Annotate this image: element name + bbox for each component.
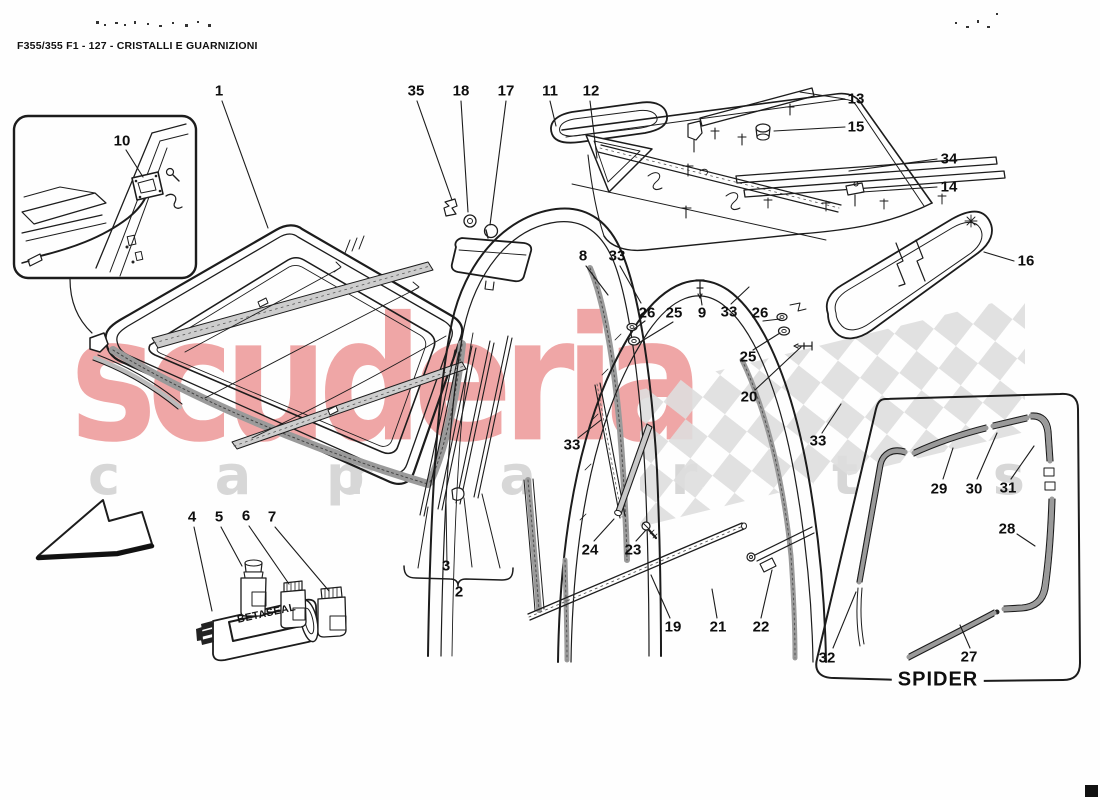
callout-26-a: 26 bbox=[638, 304, 656, 322]
spider-variant-label: SPIDER bbox=[891, 668, 985, 692]
callout-13: 13 bbox=[847, 90, 865, 108]
callout-2: 2 bbox=[454, 583, 464, 601]
windshield-lower-trim-strips bbox=[403, 335, 514, 587]
callout-9: 9 bbox=[697, 304, 707, 322]
frame-fasteners bbox=[626, 279, 813, 351]
scan-specks bbox=[96, 13, 998, 28]
sealant-bottles bbox=[240, 559, 347, 638]
windshield-assembly bbox=[89, 224, 467, 488]
callout-33-c: 33 bbox=[563, 436, 581, 454]
spider-box bbox=[815, 392, 1081, 682]
callout-3: 3 bbox=[441, 557, 451, 575]
callout-11: 11 bbox=[542, 82, 558, 100]
callout-21: 21 bbox=[709, 618, 727, 636]
page-title: F355/355 F1 - 127 - CRISTALLI E GUARNIZI… bbox=[17, 40, 258, 52]
callout-33-a: 33 bbox=[608, 247, 626, 265]
door-frame-front bbox=[427, 207, 662, 657]
callout-27: 27 bbox=[960, 648, 978, 666]
callout-4: 4 bbox=[187, 508, 197, 526]
callout-18: 18 bbox=[452, 82, 470, 100]
callout-16: 16 bbox=[1017, 252, 1035, 270]
lower-rails bbox=[527, 522, 815, 621]
door-frame-rear bbox=[557, 279, 827, 663]
callout-29: 29 bbox=[930, 480, 948, 498]
targa-roof-panel bbox=[561, 92, 933, 252]
callout-8: 8 bbox=[578, 247, 588, 265]
interior-mirror bbox=[443, 198, 533, 291]
callout-33-d: 33 bbox=[809, 432, 827, 450]
callout-1: 1 bbox=[214, 82, 224, 100]
callout-35: 35 bbox=[407, 82, 425, 100]
corner-registration-mark bbox=[1085, 785, 1098, 797]
callout-25-a: 25 bbox=[665, 304, 683, 322]
callout-17: 17 bbox=[497, 82, 515, 100]
watermark-car: c a r bbox=[88, 444, 411, 507]
callout-23: 23 bbox=[624, 541, 642, 559]
callout-10: 10 bbox=[113, 132, 131, 150]
pillar-seal-strips bbox=[594, 382, 658, 540]
callout-32: 32 bbox=[818, 649, 836, 667]
callout-6: 6 bbox=[241, 507, 251, 525]
callout-5: 5 bbox=[214, 508, 224, 526]
callout-7: 7 bbox=[267, 508, 277, 526]
callout-20: 20 bbox=[740, 388, 758, 406]
callout-28: 28 bbox=[998, 520, 1016, 538]
callout-14: 14 bbox=[940, 178, 958, 196]
callout-24: 24 bbox=[581, 541, 599, 559]
callout-31: 31 bbox=[999, 479, 1017, 497]
callout-25-b: 25 bbox=[739, 348, 757, 366]
callout-34: 34 bbox=[940, 150, 958, 168]
callout-leaders bbox=[125, 91, 1036, 649]
inset-detail-box bbox=[12, 114, 198, 334]
callout-12: 12 bbox=[582, 82, 600, 100]
callout-19: 19 bbox=[664, 618, 682, 636]
callout-15: 15 bbox=[847, 118, 865, 136]
direction-arrow bbox=[35, 499, 155, 561]
callout-33-b: 33 bbox=[720, 303, 738, 321]
callout-26-b: 26 bbox=[751, 304, 769, 322]
callout-30: 30 bbox=[965, 480, 983, 498]
checkered-flag-watermark bbox=[640, 295, 1025, 527]
quarter-window bbox=[825, 210, 993, 340]
callout-22: 22 bbox=[752, 618, 770, 636]
